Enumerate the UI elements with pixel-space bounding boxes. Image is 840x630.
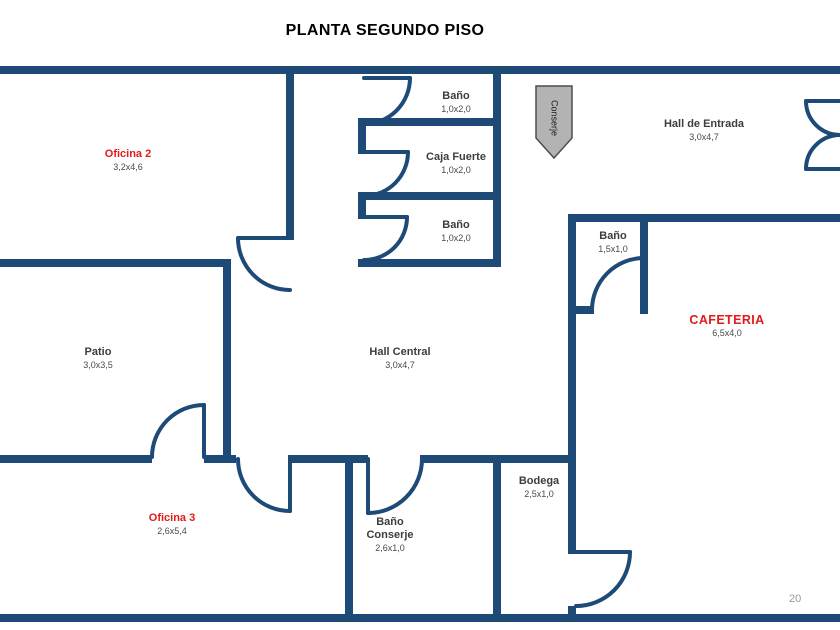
doors xyxy=(150,76,840,608)
room-name-line2: Conserje xyxy=(366,529,414,541)
door-arc xyxy=(804,99,840,137)
room-dims: 1,0x2,0 xyxy=(441,233,471,243)
wall-sanitary-left-seg1 xyxy=(358,120,366,154)
room-name: Bodega xyxy=(518,475,560,487)
room-name: Oficina 3 xyxy=(148,512,196,524)
room-dims: 3,0x4,7 xyxy=(689,132,719,142)
room-name: CAFETERIA xyxy=(689,313,765,327)
room-dims: 1,0x2,0 xyxy=(441,165,471,175)
door-arc xyxy=(590,256,646,312)
room-dims: 6,5x4,0 xyxy=(712,328,742,338)
wall-cafeteria-left-stub xyxy=(568,606,576,618)
wall-bottom-bar xyxy=(0,614,840,622)
room-label-bano-conserje: Baño Conserje 2,6x1,0 xyxy=(366,516,413,554)
wall-bano-cafeteria-bottom-stub xyxy=(568,306,594,314)
room-label-hall-entrada: Hall de Entrada 3,0x4,7 xyxy=(664,118,744,143)
wall-bano-conserje-left xyxy=(345,455,353,615)
page-number: 20 xyxy=(789,593,802,605)
room-dims: 1,5x1,0 xyxy=(598,244,628,254)
room-name: Patio xyxy=(84,346,112,358)
door-arc xyxy=(362,215,409,262)
wall-cafeteria-left xyxy=(568,214,576,554)
room-name: Hall de Entrada xyxy=(663,118,745,130)
door-arc xyxy=(236,236,292,292)
room-name: Baño xyxy=(442,90,470,102)
room-label-bano-norte: Baño 1,0x2,0 xyxy=(441,90,471,115)
room-dims: 2,6x1,0 xyxy=(375,543,405,553)
room-dims: 2,6x5,4 xyxy=(157,526,187,536)
room-name: Hall Central xyxy=(369,346,431,358)
wall-top xyxy=(0,66,840,74)
wall-sanitary-bottom xyxy=(358,259,501,267)
room-label-patio: Patio 3,0x3,5 xyxy=(83,346,113,371)
conserje-desk-label: Conserje xyxy=(550,100,560,136)
room-name: Baño xyxy=(442,219,470,231)
wall-bano-cafeteria-right xyxy=(640,214,648,314)
room-name-line1: Baño xyxy=(376,516,404,528)
room-dims: 3,0x3,5 xyxy=(83,360,113,370)
room-label-oficina-2: Oficina 2 3,2x4,6 xyxy=(105,148,151,173)
wall-lower-seg-c xyxy=(288,455,368,463)
wall-sanitary-divider1 xyxy=(358,118,501,126)
wall-oficina2-right xyxy=(286,66,294,240)
room-dims: 1,0x2,0 xyxy=(441,104,471,114)
wall-lower-seg-b xyxy=(204,455,236,463)
room-label-oficina-3: Oficina 3 2,6x5,4 xyxy=(149,512,195,537)
wall-oficina2-bottom xyxy=(0,259,231,267)
wall-bano-conserje-right xyxy=(493,455,501,615)
room-label-hall-central: Hall Central 3,0x4,7 xyxy=(369,346,430,371)
door-arc xyxy=(362,150,410,198)
room-name: Caja Fuerte xyxy=(426,151,486,163)
room-label-caja-fuerte: Caja Fuerte 1,0x2,0 xyxy=(426,151,486,176)
conserje-desk: Conserje xyxy=(535,85,573,160)
wall-sanitary-divider2 xyxy=(358,192,501,200)
door-arc xyxy=(804,133,840,171)
wall-entrada-bottom xyxy=(568,214,840,222)
door-arc xyxy=(574,550,632,608)
room-label-bano-cafeteria: Baño 1,5x1,0 xyxy=(598,230,628,255)
door-arc xyxy=(362,76,412,126)
room-label-cafeteria: CAFETERIA 6,5x4,0 xyxy=(689,314,764,339)
walls xyxy=(0,66,840,622)
room-name: Oficina 2 xyxy=(104,148,152,160)
conserje-desk-shape xyxy=(535,85,573,160)
wall-patio-right xyxy=(223,259,231,463)
room-label-bodega: Bodega 2,5x1,0 xyxy=(519,475,559,500)
room-dims: 3,0x4,7 xyxy=(385,360,415,370)
page-title: PLANTA SEGUNDO PISO xyxy=(285,22,485,39)
room-dims: 3,2x4,6 xyxy=(113,162,143,172)
door-arc xyxy=(150,403,206,459)
door-arc xyxy=(366,457,424,515)
door-arc xyxy=(236,457,292,513)
room-dims: 2,5x1,0 xyxy=(524,489,554,499)
wall-lower-seg-a xyxy=(0,455,152,463)
room-label-bano-sur: Baño 1,0x2,0 xyxy=(441,219,471,244)
room-name: Baño xyxy=(599,230,627,242)
wall-sanitary-right xyxy=(493,66,501,267)
wall-sanitary-left-seg2 xyxy=(358,194,366,219)
